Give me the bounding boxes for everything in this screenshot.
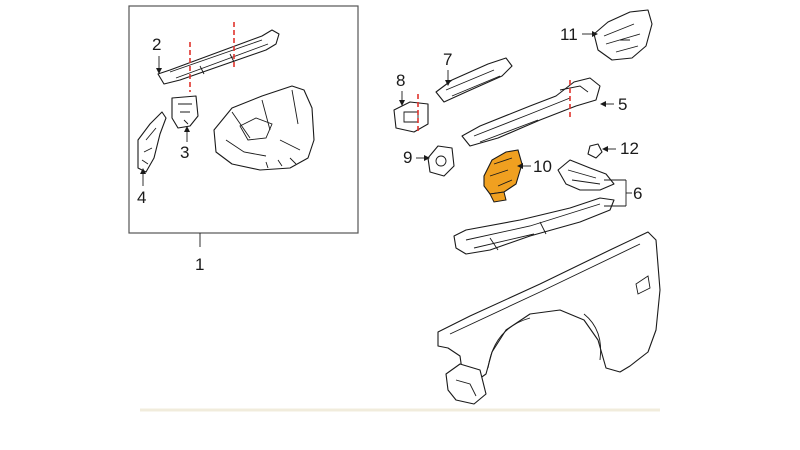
- inner-wheelhouse-panel[interactable]: [213, 85, 315, 171]
- part-10-bracket-highlighted[interactable]: [483, 149, 523, 203]
- callout-2[interactable]: 2: [152, 35, 161, 54]
- part-3-bracket[interactable]: [171, 95, 199, 129]
- callout-6[interactable]: 6: [633, 184, 642, 203]
- callout-11[interactable]: 11: [560, 25, 578, 44]
- callout-1[interactable]: 1: [195, 255, 204, 274]
- part-4-bracket[interactable]: [137, 111, 167, 173]
- part-5-rail[interactable]: [461, 77, 601, 147]
- arrow-12: [602, 146, 608, 152]
- mud-flap[interactable]: [445, 363, 487, 405]
- front-fender[interactable]: [437, 231, 661, 385]
- part-6-upper-bracket[interactable]: [557, 159, 615, 191]
- part-12-clip[interactable]: [587, 143, 603, 159]
- part-6-lower-rail[interactable]: [453, 197, 615, 255]
- arrow-4: [140, 168, 146, 174]
- part-7-rail[interactable]: [435, 57, 513, 103]
- part-11-bracket[interactable]: [593, 9, 653, 61]
- part-2-rail[interactable]: [157, 29, 280, 85]
- arrow-8: [399, 100, 405, 106]
- arrow-10: [517, 163, 523, 169]
- callout-9[interactable]: 9: [403, 148, 412, 167]
- arrow-5: [600, 101, 606, 107]
- callout-5[interactable]: 5: [618, 95, 627, 114]
- part-8-box[interactable]: [393, 101, 429, 133]
- arrow-3: [184, 126, 190, 132]
- callout-8[interactable]: 8: [396, 71, 405, 90]
- arrow-11: [592, 31, 598, 37]
- assembly-group-box: [128, 5, 359, 234]
- callout-10[interactable]: 10: [533, 157, 552, 176]
- callout-12[interactable]: 12: [620, 139, 639, 158]
- arrow-9: [424, 155, 430, 161]
- callout-3[interactable]: 3: [180, 143, 189, 162]
- callout-7[interactable]: 7: [443, 50, 452, 69]
- callout-4[interactable]: 4: [137, 188, 146, 207]
- arrow-7: [445, 80, 451, 86]
- part-9-plate[interactable]: [427, 145, 455, 177]
- arrow-2: [156, 68, 162, 74]
